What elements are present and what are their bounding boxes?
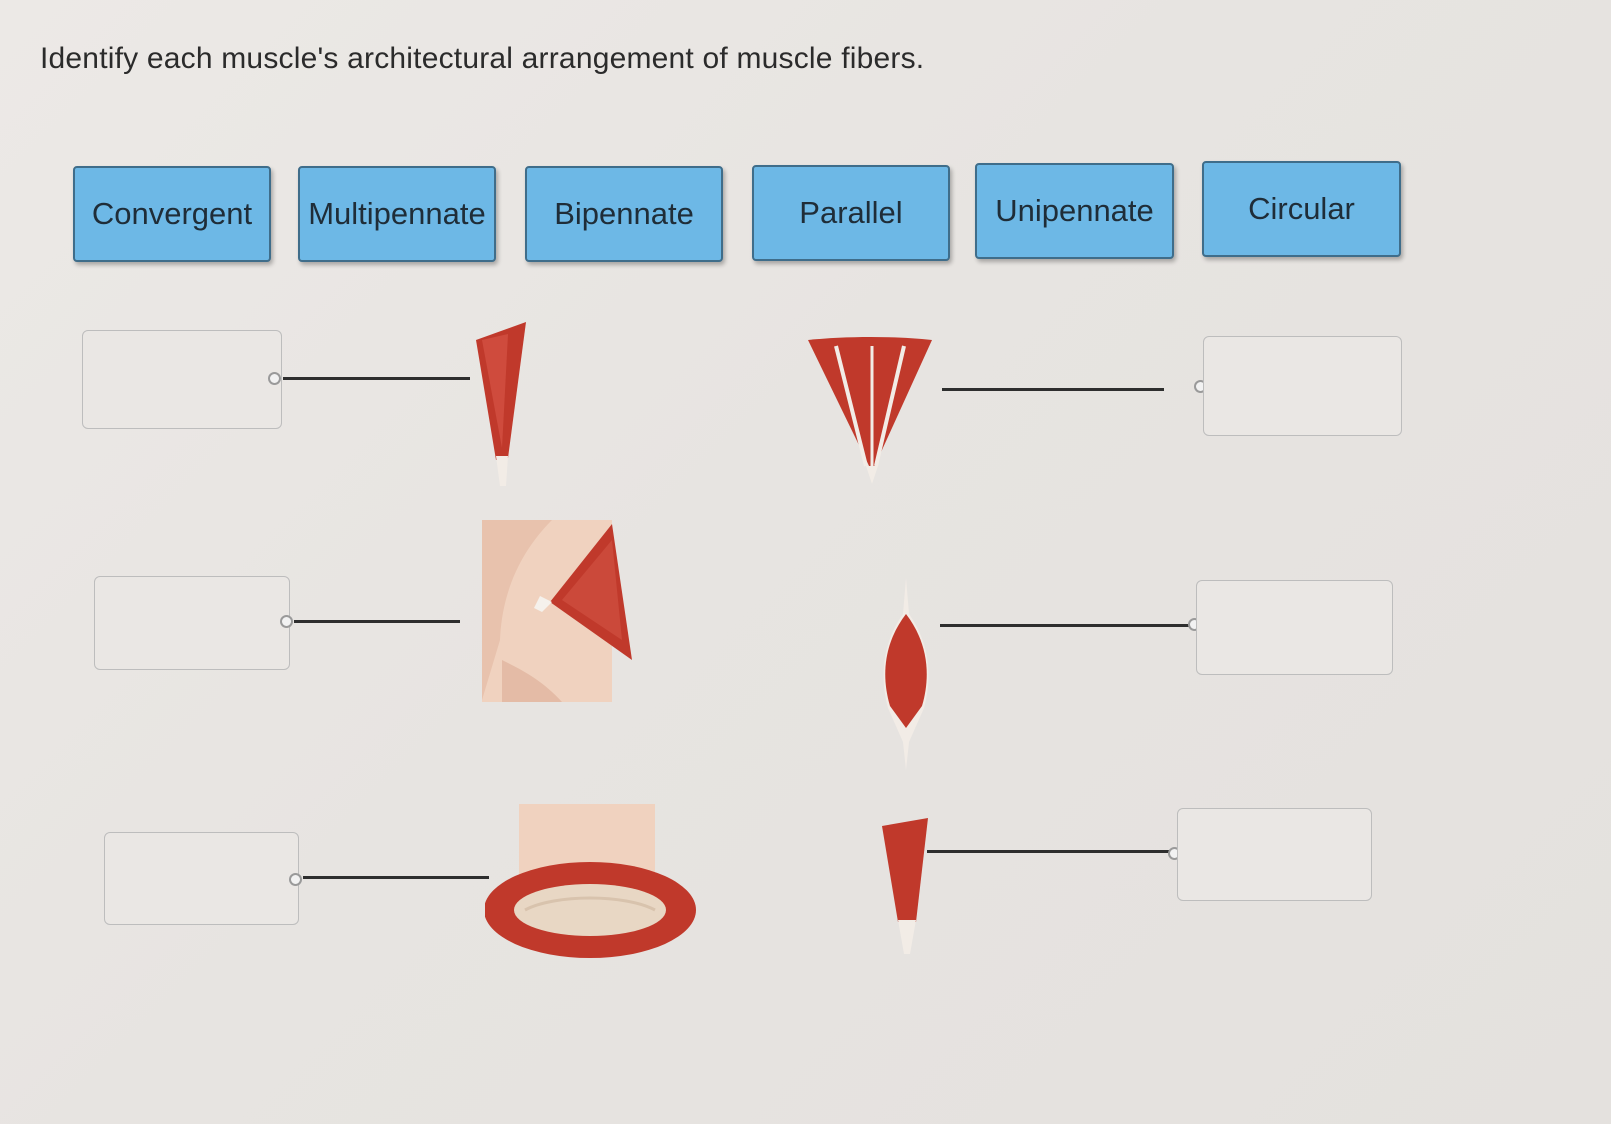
drop-target-3[interactable] [104,832,299,925]
label-convergent[interactable]: Convergent [73,166,271,262]
pectoralis-fan-muscle-icon [482,520,632,702]
leader-line [940,624,1192,627]
leader-line [303,876,489,879]
connector-handle [268,372,281,385]
leader-line [927,850,1173,853]
label-unipennate[interactable]: Unipennate [975,163,1174,259]
drop-target-5[interactable] [1196,580,1393,675]
label-parallel[interactable]: Parallel [752,165,950,261]
fusiform-tapered-muscle-icon [476,322,526,486]
leader-line [942,388,1164,391]
drop-target-2[interactable] [94,576,290,670]
deltoid-multipennate-muscle-icon [808,337,932,484]
connector-handle [280,615,293,628]
connector-handle [289,873,302,886]
orbicularis-oris-muscle-icon [485,804,696,958]
leader-line [283,377,470,380]
question-prompt: Identify each muscle's architectural arr… [40,42,925,75]
label-bipennate[interactable]: Bipennate [525,166,723,262]
label-circular[interactable]: Circular [1202,161,1401,257]
leader-line [294,620,460,623]
label-multipennate[interactable]: Multipennate [298,166,496,262]
spindle-parallel-muscle-icon [883,578,929,770]
drop-target-1[interactable] [82,330,282,429]
drop-target-4[interactable] [1203,336,1402,436]
drop-target-6[interactable] [1177,808,1372,901]
unipennate-muscle-icon [882,818,928,954]
